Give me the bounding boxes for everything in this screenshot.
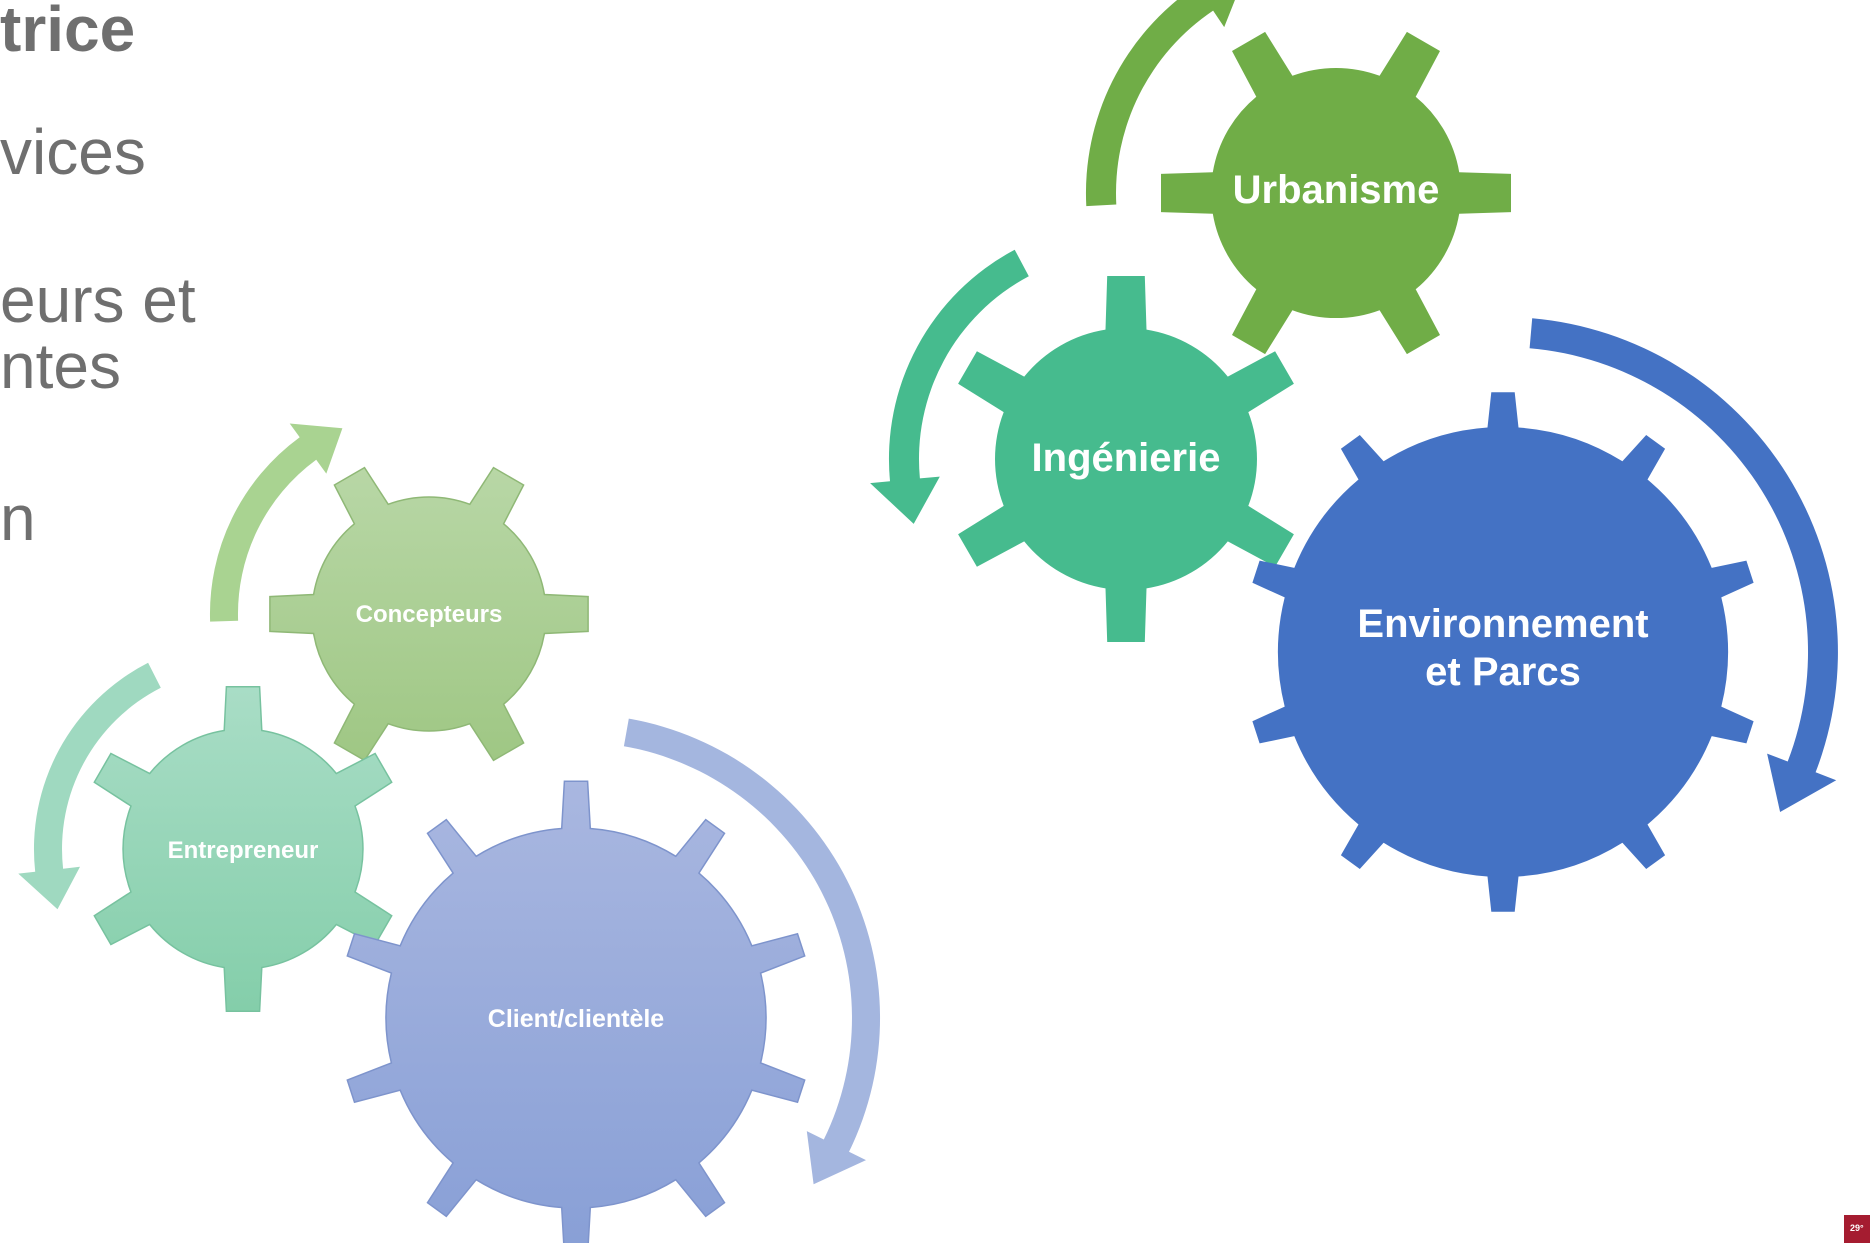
logo-badge: 29° [1844,1215,1870,1243]
gear-urbanisme [1161,31,1511,355]
gear-label-entrepreneur: Entrepreneur [168,837,319,864]
gear-concepteurs [269,466,589,762]
gear-label-urbanisme: Urbanisme [1233,168,1440,212]
cycle-arrow-green-large [1085,0,1235,207]
gear-ingenierie [958,276,1294,642]
gear-label-client: Client/clientèle [488,1005,665,1033]
cycle-arrow-teal-large [870,249,1029,524]
cycle-arrow-green [209,423,343,622]
body-text-line-3: ntes [0,330,121,402]
gear-environnement-parcs [1252,392,1754,912]
cycle-arrow-teal [18,662,161,910]
logo-text: 29° [1850,1223,1864,1233]
slide-title: trice [0,0,136,65]
cycle-arrow-blue-large [1529,318,1838,812]
gear-label-environnement-line-2: et Parcs [1425,650,1581,694]
body-text-line-4: n [0,482,36,554]
gear-label-environnement-line-1: Environnement [1357,602,1648,646]
cycle-arrow-blue [623,718,881,1185]
body-text-line-1: vices [0,116,146,188]
small-gear-cycle: Concepteurs Entrepreneur Client/clientèl… [18,423,881,1243]
gear-label-ingenierie: Ingénierie [1032,436,1221,480]
gear-client [346,780,806,1243]
gear-entrepreneur [93,686,393,1012]
gear-label-concepteurs: Concepteurs [356,601,503,628]
large-gear-cycle: Urbanisme Ingénierie Environnement et Pa… [870,0,1838,912]
body-text-line-2: eurs et [0,264,196,336]
